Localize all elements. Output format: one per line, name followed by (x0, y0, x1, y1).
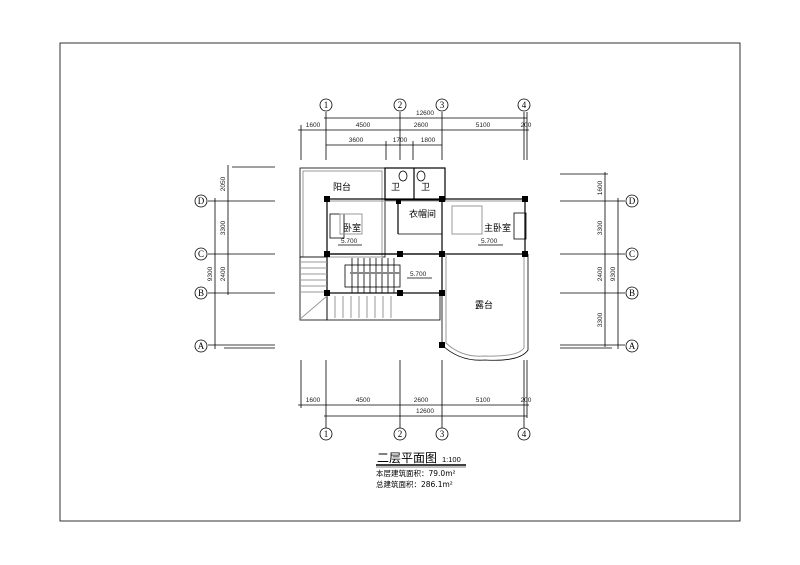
dim-right: 3300 (597, 312, 604, 327)
svg-text:3: 3 (440, 100, 445, 110)
dim-top: 1600 (306, 122, 321, 129)
svg-text:5.700: 5.700 (410, 271, 427, 278)
svg-text:A: A (198, 341, 205, 351)
svg-text:3: 3 (440, 429, 445, 439)
dim-top-sub: 1800 (421, 137, 436, 144)
svg-text:1: 1 (324, 100, 329, 110)
room-labels: 阳台 卫 卫 衣帽间 卧室 主卧室 露台 (333, 181, 511, 311)
room-closet: 衣帽间 (409, 208, 436, 220)
level-marks: 5.700 5.700 5.700 (338, 238, 503, 279)
total-area-label: 总建筑面积：286.1m² (376, 479, 453, 489)
dim-top: 200 (521, 122, 532, 129)
drawing-title: 二层平面图 (377, 451, 437, 465)
dim-top-sub: 1700 (393, 137, 408, 144)
svg-text:D: D (198, 196, 205, 206)
svg-text:C: C (629, 249, 635, 259)
dim-bottom: 5100 (476, 397, 491, 404)
dim-bottom: 200 (521, 397, 532, 404)
svg-text:2: 2 (398, 100, 403, 110)
top-dimensions: 12600 1600 4500 2600 5100 200 3600 1700 … (298, 110, 532, 146)
dim-top: 2600 (414, 122, 429, 129)
room-bath-1: 卫 (391, 183, 400, 193)
room-master-bedroom: 主卧室 (484, 222, 511, 234)
svg-text:D: D (629, 196, 636, 206)
left-dimensions: 2050 3300 2400 9300 (207, 165, 229, 349)
dim-left: 3300 (220, 220, 227, 235)
floor-area-label: 本层建筑面积：79.0m² (376, 468, 456, 478)
horizontal-axis-lines (208, 166, 625, 349)
svg-text:1: 1 (324, 429, 329, 439)
right-dimensions: 1600 3300 2400 3300 9300 (597, 172, 619, 349)
drawing-frame (59, 42, 741, 522)
dim-right: 3300 (597, 220, 604, 235)
room-bath-2: 卫 (421, 183, 430, 193)
svg-text:C: C (198, 249, 204, 259)
svg-text:2: 2 (398, 429, 403, 439)
room-balcony: 阳台 (333, 181, 351, 193)
svg-text:B: B (629, 288, 635, 298)
structural-columns (324, 196, 528, 348)
dim-top: 4500 (356, 122, 371, 129)
room-terrace: 露台 (475, 299, 493, 311)
dim-top-sub: 3600 (349, 137, 364, 144)
dim-bottom: 1600 (306, 397, 321, 404)
svg-text:4: 4 (522, 100, 527, 110)
bottom-dimensions: 1600 4500 2600 5100 200 12600 (298, 397, 532, 417)
dim-bottom: 2600 (414, 397, 429, 404)
svg-text:A: A (629, 341, 636, 351)
drawing-title-block: 二层平面图 1:100 本层建筑面积：79.0m² 总建筑面积：286.1m² (376, 451, 466, 489)
svg-text:4: 4 (522, 429, 527, 439)
dim-right: 1600 (597, 180, 604, 195)
vertical-axis-lines (300, 112, 528, 428)
dim-left-total: 9300 (207, 266, 214, 281)
svg-text:5.700: 5.700 (341, 238, 358, 245)
dim-left: 2050 (220, 176, 227, 191)
dim-right-total: 9300 (610, 266, 617, 281)
dim-top: 5100 (476, 122, 491, 129)
svg-text:5.700: 5.700 (481, 238, 498, 245)
svg-text:B: B (198, 288, 204, 298)
dim-right: 2400 (597, 266, 604, 281)
dim-left: 2400 (220, 266, 227, 281)
room-bedroom: 卧室 (343, 222, 361, 234)
dim-top-total: 12600 (416, 110, 434, 117)
dim-bottom: 4500 (356, 397, 371, 404)
dim-bottom-total: 12600 (416, 408, 434, 415)
drawing-scale: 1:100 (442, 455, 461, 464)
axis-bubbles: 1 2 3 4 1 2 3 4 D C B A D C B A (194, 98, 639, 441)
building-walls (298, 167, 529, 361)
